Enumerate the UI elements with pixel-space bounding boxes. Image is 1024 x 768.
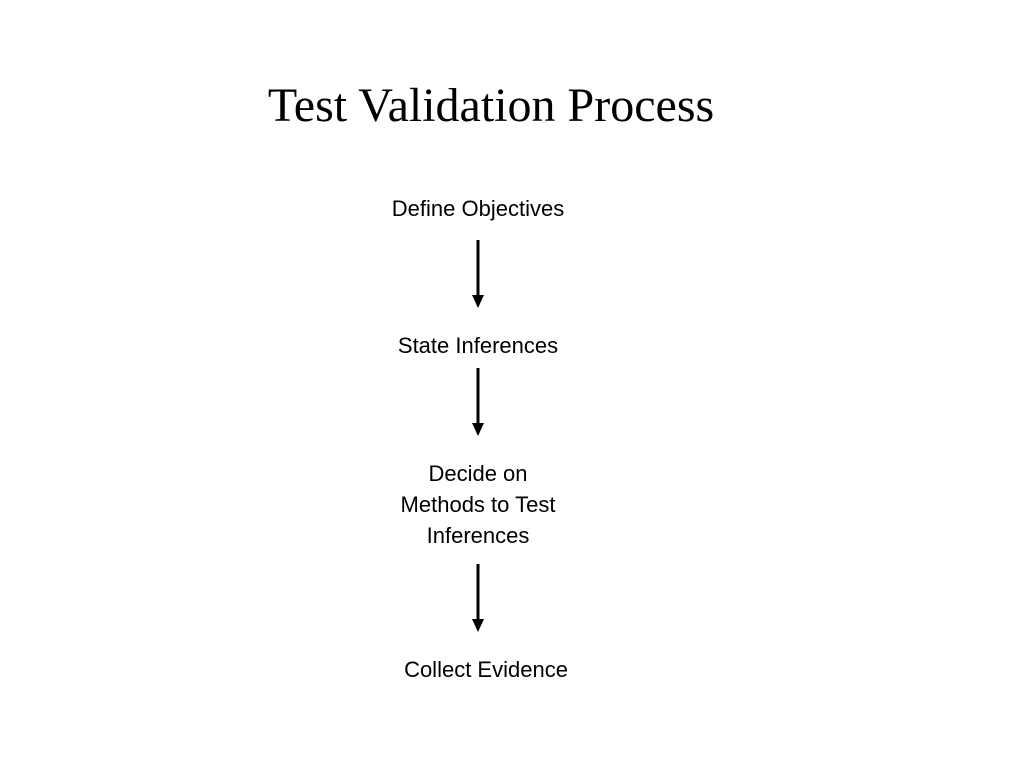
step-label: Define Objectives <box>391 196 565 221</box>
step-decide-methods: Decide on Methods to Test Inferences <box>328 458 628 551</box>
step-label-line: Inferences <box>426 523 530 548</box>
step-label-line: Methods to Test <box>400 492 556 517</box>
down-arrow-icon <box>472 368 484 436</box>
step-define-objectives: Define Objectives <box>328 193 628 224</box>
step-state-inferences: State Inferences <box>328 330 628 361</box>
step-collect-evidence: Collect Evidence <box>336 654 636 685</box>
slide-title: Test Validation Process <box>267 79 715 132</box>
step-label-line: Decide on <box>428 461 528 486</box>
down-arrow-icon <box>472 564 484 632</box>
step-label: Collect Evidence <box>404 657 568 682</box>
down-arrow-icon <box>472 240 484 308</box>
step-label: State Inferences <box>397 333 559 358</box>
